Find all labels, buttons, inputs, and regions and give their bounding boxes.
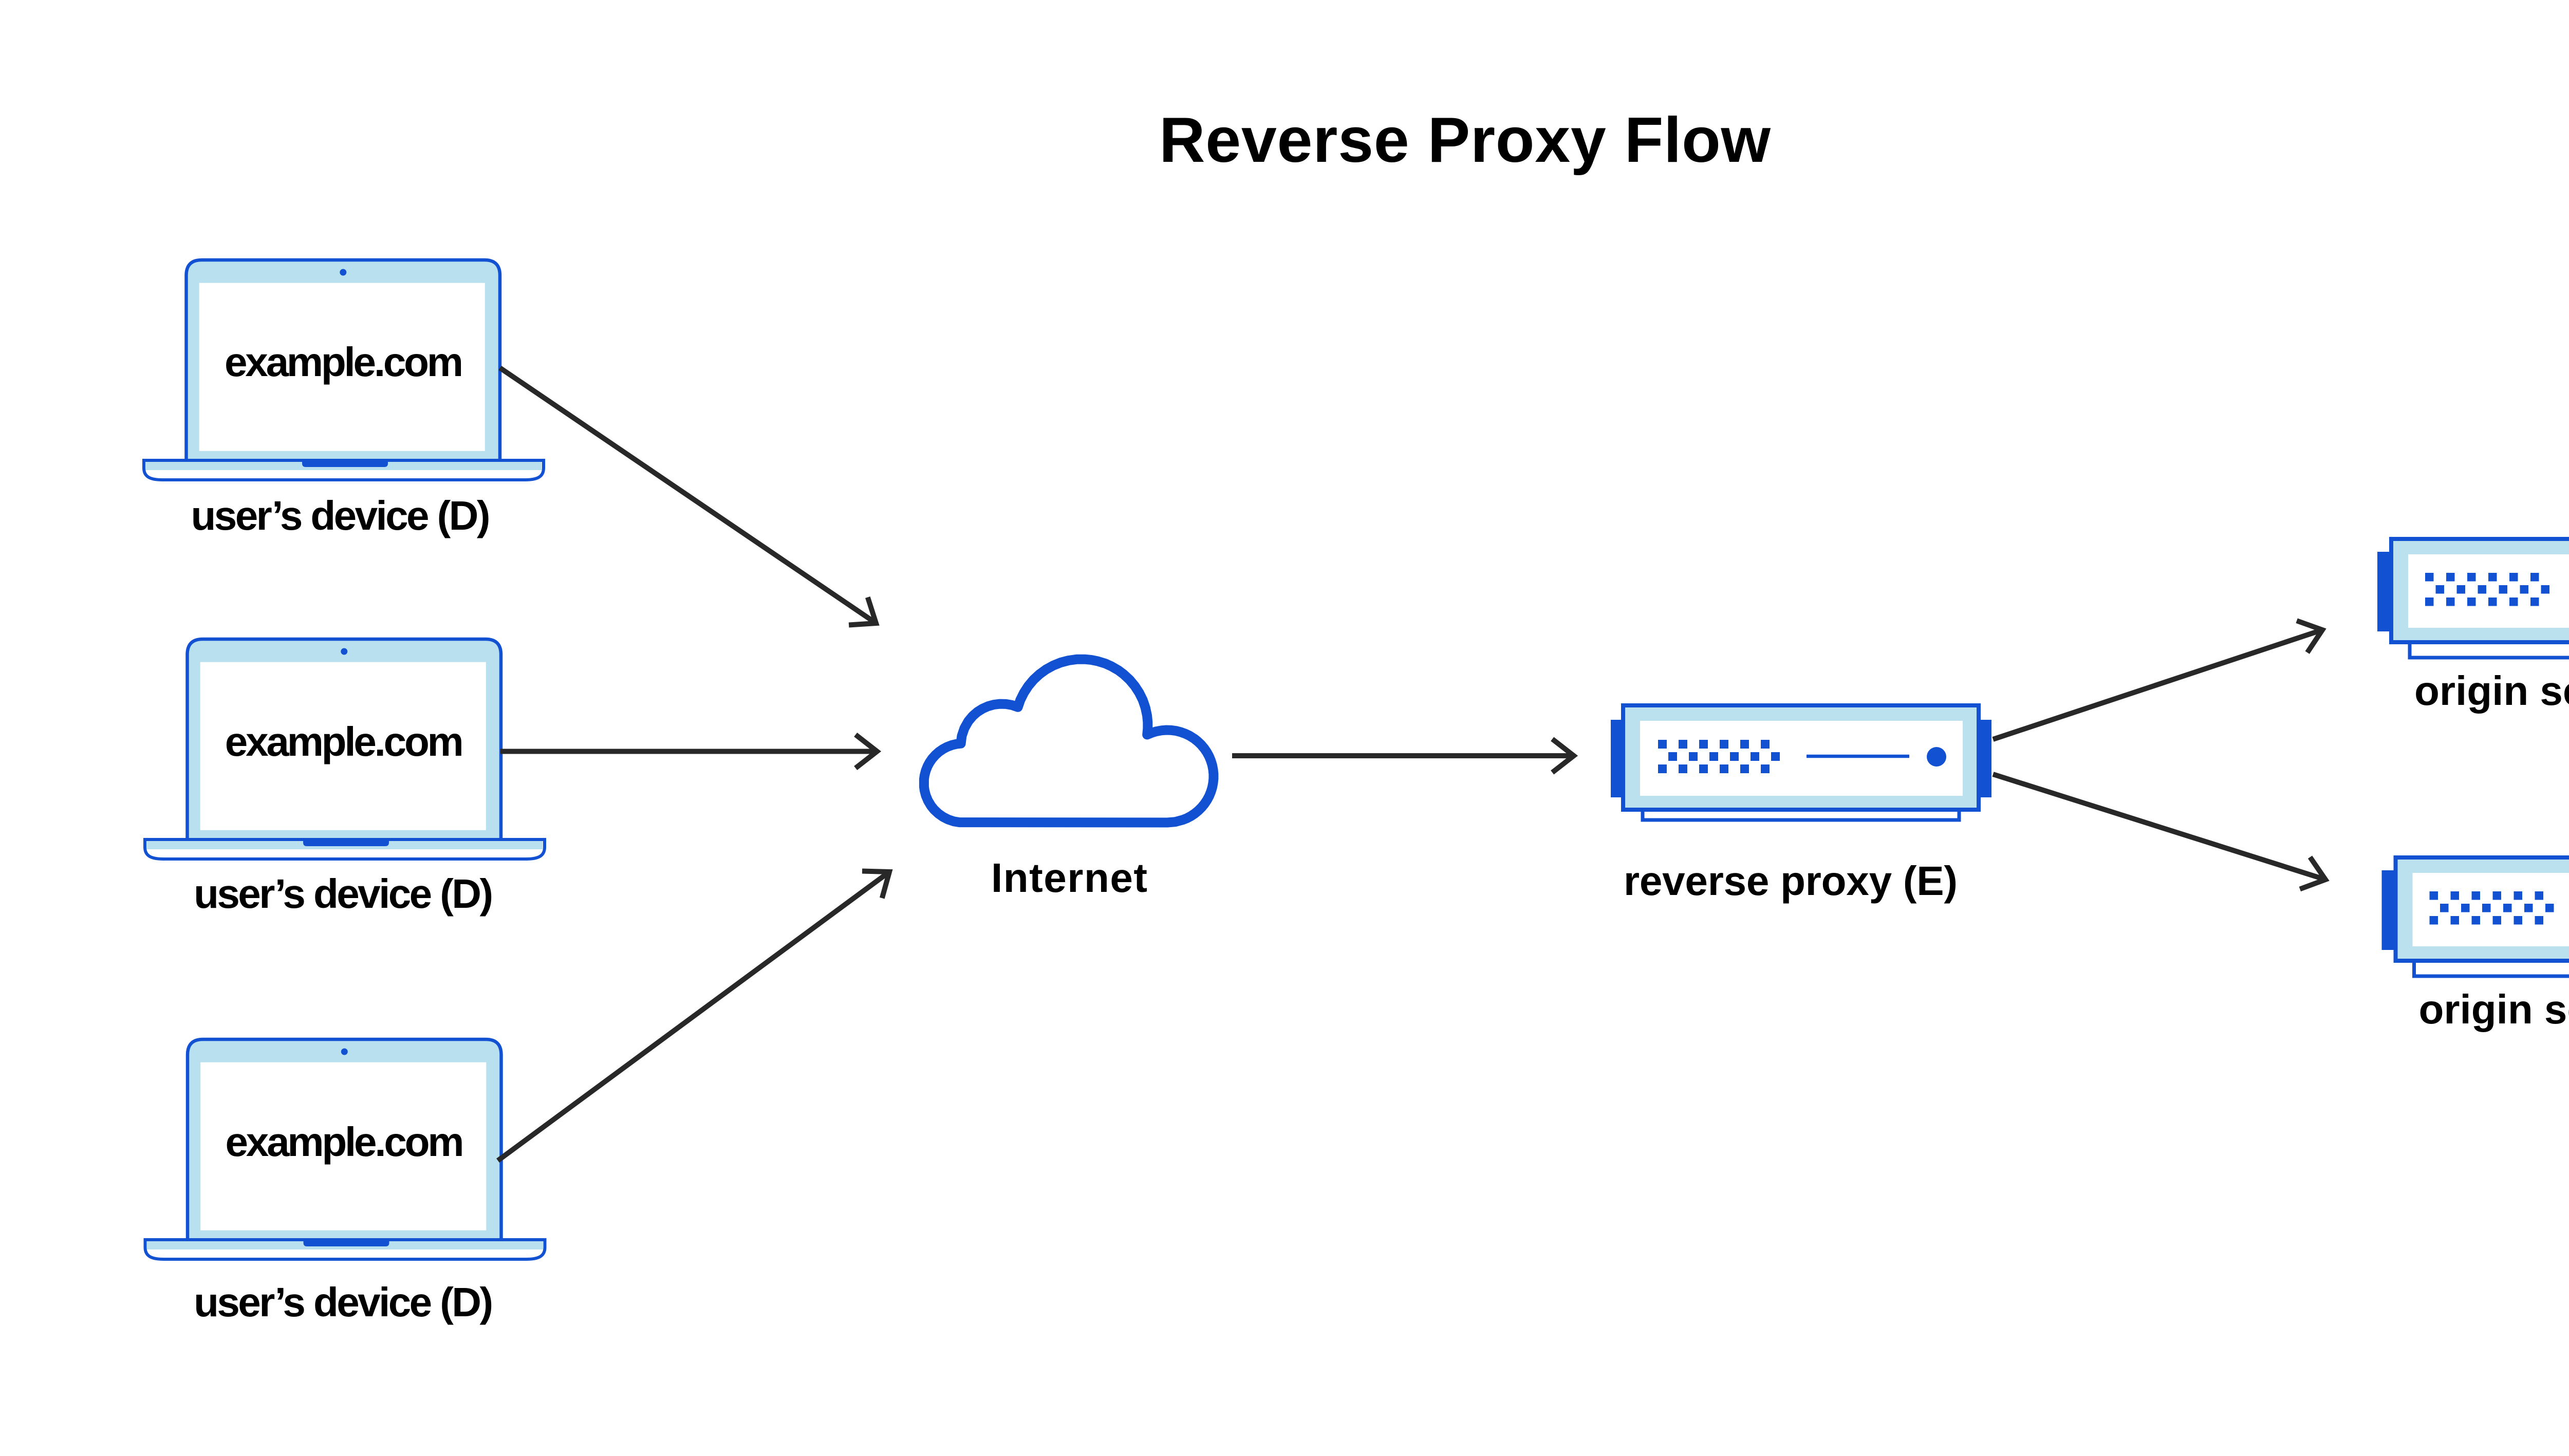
svg-text:user’s device (D): user’s device (D) xyxy=(191,493,491,538)
svg-text:example.com: example.com xyxy=(225,719,464,764)
svg-text:origin server (F): origin server (F) xyxy=(2414,668,2569,714)
svg-text:user’s device (D): user’s device (D) xyxy=(194,1279,493,1325)
svg-text:origin server (F): origin server (F) xyxy=(2419,986,2569,1032)
svg-text:user’s device (D): user’s device (D) xyxy=(194,871,493,917)
svg-text:example.com: example.com xyxy=(226,1119,464,1165)
svg-text:reverse proxy (E): reverse proxy (E) xyxy=(1624,858,1958,904)
svg-text:example.com: example.com xyxy=(225,339,463,385)
svg-text:Internet: Internet xyxy=(991,855,1147,901)
svg-text:Reverse Proxy Flow: Reverse Proxy Flow xyxy=(1159,105,1771,176)
